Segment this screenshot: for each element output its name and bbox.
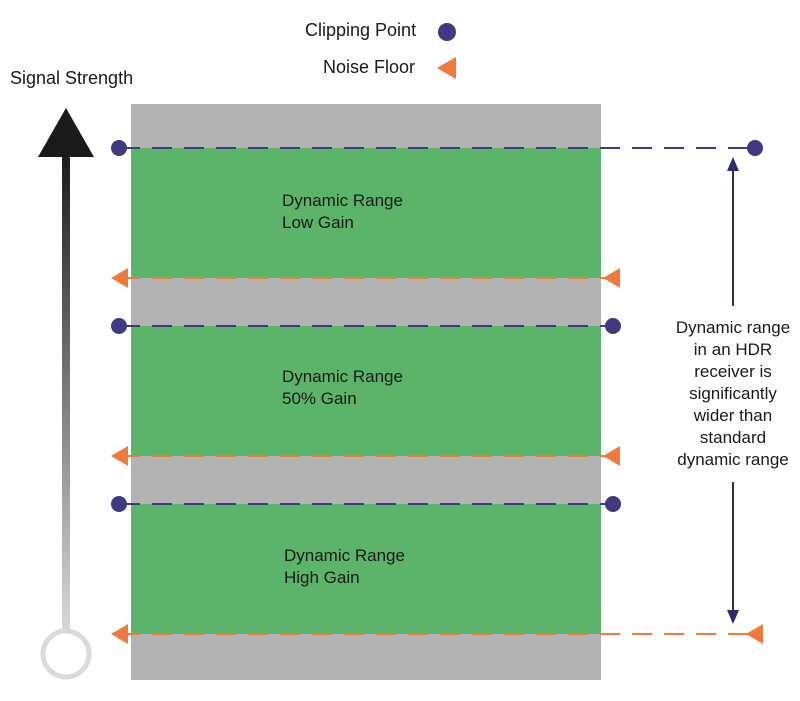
range-label-50-gain: Dynamic Range 50% Gain: [282, 366, 403, 410]
range-label-line: Dynamic Range: [282, 367, 403, 386]
annotation-line: wider than: [693, 406, 773, 425]
range-band-high-gain: [131, 504, 601, 634]
hdr-arrow-up-icon: [727, 157, 739, 171]
legend-noise-floor-icon: [437, 57, 456, 79]
clipping-point-icon: [605, 496, 621, 512]
clipping-point-icon: [111, 318, 127, 334]
legend-clipping-point-icon: [438, 23, 456, 41]
range-label-line: Dynamic Range: [284, 546, 405, 565]
axis-origin-circle-icon: [40, 628, 92, 680]
legend-clipping-point-label: Clipping Point: [305, 20, 417, 40]
noise-floor-icon: [111, 624, 128, 644]
clipping-point-icon: [747, 140, 763, 156]
range-label-line: Low Gain: [282, 213, 354, 232]
range-band-50-gain: [131, 326, 601, 456]
range-band-low-gain: [131, 148, 601, 278]
noise-floor-icon: [111, 268, 128, 288]
range-label-line: Dynamic Range: [282, 191, 403, 210]
clipping-point-icon: [605, 318, 621, 334]
hdr-arrow-down-icon: [727, 610, 739, 624]
clipping-point-icon: [111, 140, 127, 156]
annotation-line: standard: [699, 428, 767, 447]
range-label-high-gain: Dynamic Range High Gain: [284, 545, 405, 589]
hdr-annotation: Dynamic range in an HDR receiver is sign…: [658, 317, 800, 471]
axis-shaft: [62, 150, 70, 632]
annotation-line: dynamic range: [677, 450, 789, 469]
annotation-line: significantly: [689, 384, 777, 403]
range-label-low-gain: Dynamic Range Low Gain: [282, 190, 403, 234]
legend-noise-floor-label: Noise Floor: [323, 57, 416, 77]
axis-arrow-head-icon: [38, 108, 94, 157]
annotation-line: receiver is: [694, 362, 772, 381]
noise-floor-icon: [603, 446, 620, 466]
clipping-point-icon: [111, 496, 127, 512]
axis-label: Signal Strength: [10, 68, 134, 88]
noise-floor-icon: [111, 446, 128, 466]
noise-floor-icon: [603, 268, 620, 288]
range-label-line: High Gain: [284, 568, 360, 587]
noise-floor-icon: [746, 624, 763, 644]
range-label-line: 50% Gain: [282, 389, 357, 408]
annotation-line: in an HDR: [693, 340, 773, 359]
annotation-line: Dynamic range: [675, 318, 791, 337]
